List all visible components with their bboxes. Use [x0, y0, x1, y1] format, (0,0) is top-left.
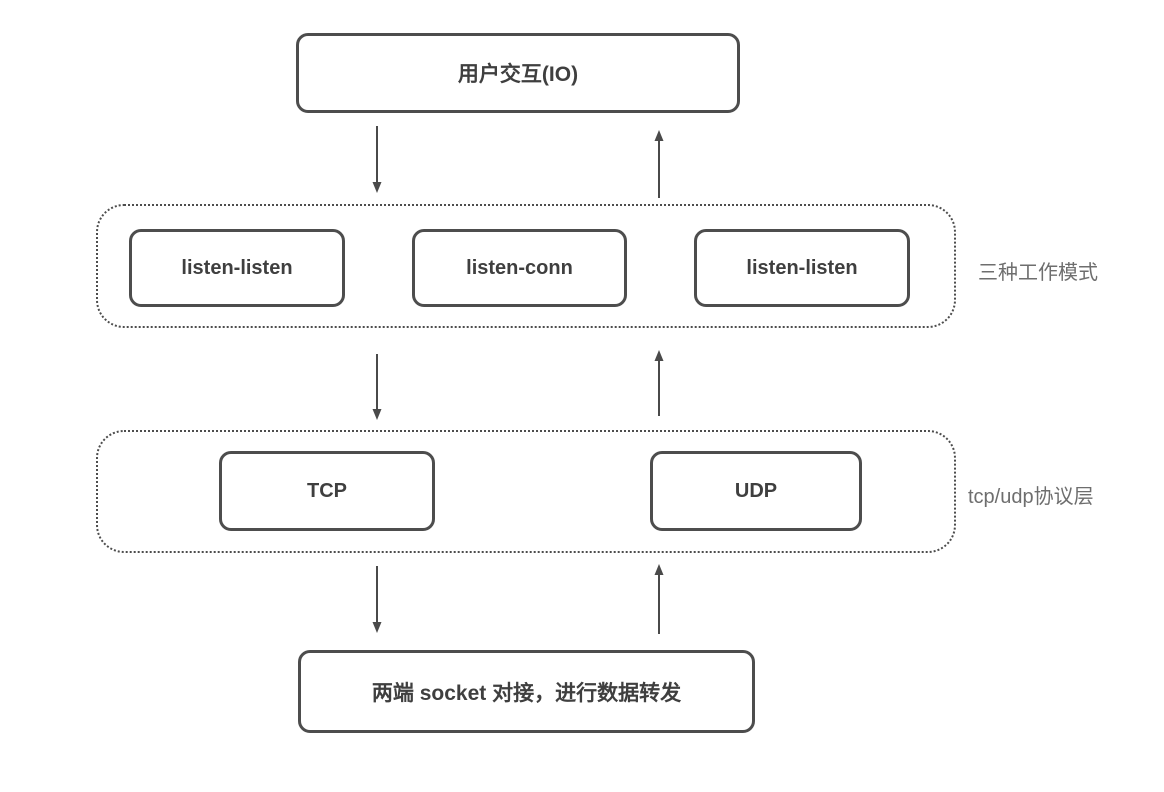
io-box: 用户交互(IO) [296, 33, 740, 113]
arrow-up-socket-to-protocol-icon [654, 564, 664, 634]
mode-box-listen-conn: listen-conn [412, 229, 627, 307]
mode-box-label: listen-conn [466, 256, 573, 279]
io-box-label: 用户交互(IO) [457, 63, 579, 86]
protocol-layer-container: TCP UDP [96, 430, 956, 553]
protocol-box-udp: UDP [650, 451, 862, 531]
mode-box-label: listen-listen [181, 256, 293, 279]
mode-box-label: listen-listen [746, 256, 858, 279]
mode-box-listen-listen-1: listen-listen [129, 229, 345, 307]
modes-layer-container: listen-listen listen-conn listen-listen [96, 204, 956, 328]
arrow-up-protocol-to-modes-icon [654, 350, 664, 416]
socket-box-label: 两端 socket 对接，进行数据转发 [371, 681, 682, 705]
protocol-layer-side-label: tcp/udp协议层 [968, 486, 1094, 508]
protocol-box-tcp: TCP [219, 451, 435, 531]
socket-box: 两端 socket 对接，进行数据转发 [298, 650, 755, 733]
arrow-down-modes-to-protocol-icon [372, 354, 382, 420]
protocol-box-label: TCP [307, 479, 347, 502]
protocol-box-label: UDP [734, 479, 778, 502]
mode-box-listen-listen-2: listen-listen [694, 229, 910, 307]
arrow-down-io-to-modes-icon [372, 126, 382, 193]
arrow-up-modes-to-io-icon [654, 130, 664, 198]
modes-layer-side-label: 三种工作模式 [978, 262, 1098, 284]
arrow-down-protocol-to-socket-icon [372, 566, 382, 633]
